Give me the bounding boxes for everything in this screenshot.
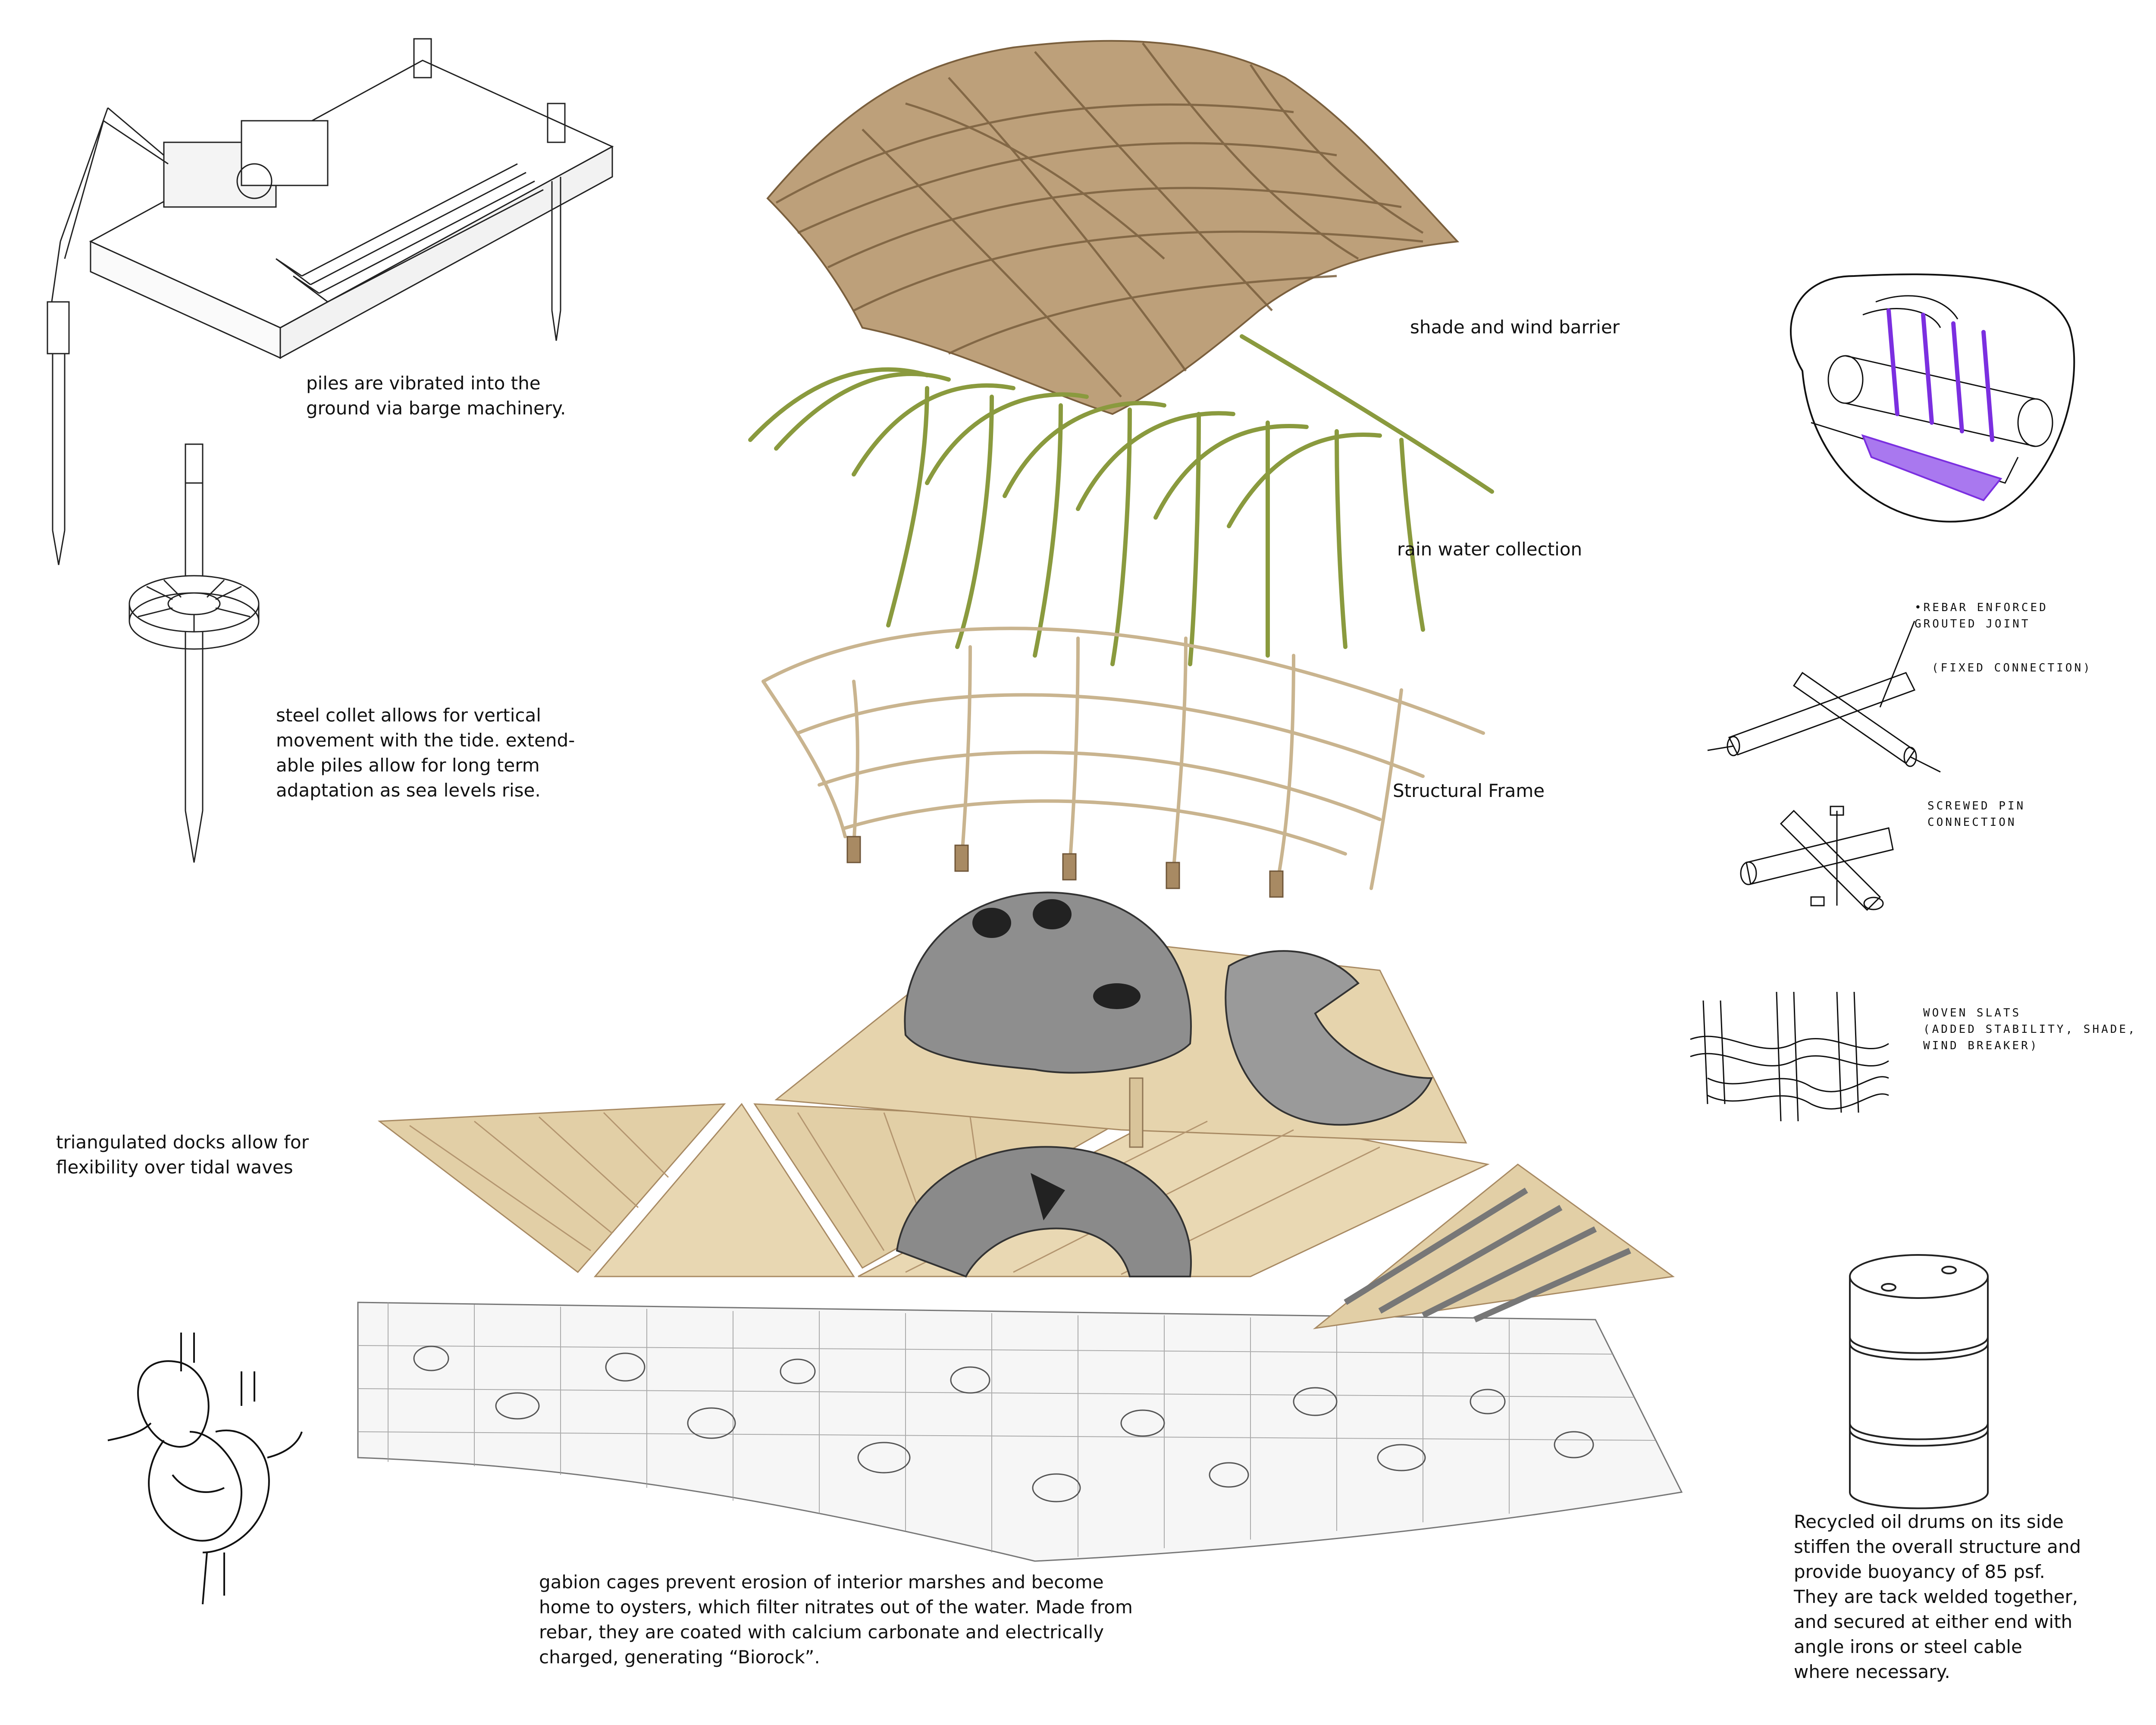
label-structural-frame: Structural Frame <box>1393 780 1545 801</box>
gabion-cage-base <box>357 1302 1683 1562</box>
oil-drum <box>1849 1254 1989 1509</box>
shell-domes <box>896 891 1433 1278</box>
pile-collet-illustration <box>128 443 260 863</box>
grouted-joint-sketch <box>1707 621 1941 773</box>
shade-canopy <box>766 40 1460 415</box>
oyster-sketch <box>107 1333 303 1605</box>
label-oil-drums: Recycled oil drums on its side stiffen t… <box>1794 1511 2081 1682</box>
note-rebar-joint: •REBAR ENFORCED GROUTED JOINT <box>1915 601 2048 630</box>
structural-frame <box>761 627 1485 890</box>
label-gabion: gabion cages prevent erosion of interior… <box>539 1571 1133 1668</box>
barge-illustration <box>47 38 614 565</box>
label-collet: steel collet allows for vertical movemen… <box>276 705 575 801</box>
screwed-pin-sketch <box>1740 806 1894 911</box>
note-fixed-connection: (FIXED CONNECTION) <box>1932 662 2092 674</box>
rain-collection-layer <box>748 334 1494 666</box>
label-shade-barrier: shade and wind barrier <box>1410 317 1620 338</box>
rainwater-joint-sketch <box>1790 273 2075 523</box>
frame-footings <box>846 836 1284 898</box>
label-piles: piles are vibrated into the ground via b… <box>306 373 566 419</box>
label-docks: triangulated docks allow for flexibility… <box>56 1132 309 1178</box>
note-screwed-pin: SCREWED PIN CONNECTION <box>1927 800 2026 829</box>
note-woven-slats: WOVEN SLATS (ADDED STABILITY, SHADE, WIN… <box>1923 1007 2137 1052</box>
label-rain-collection: rain water collection <box>1397 539 1583 560</box>
woven-slats-sketch <box>1690 991 1889 1122</box>
